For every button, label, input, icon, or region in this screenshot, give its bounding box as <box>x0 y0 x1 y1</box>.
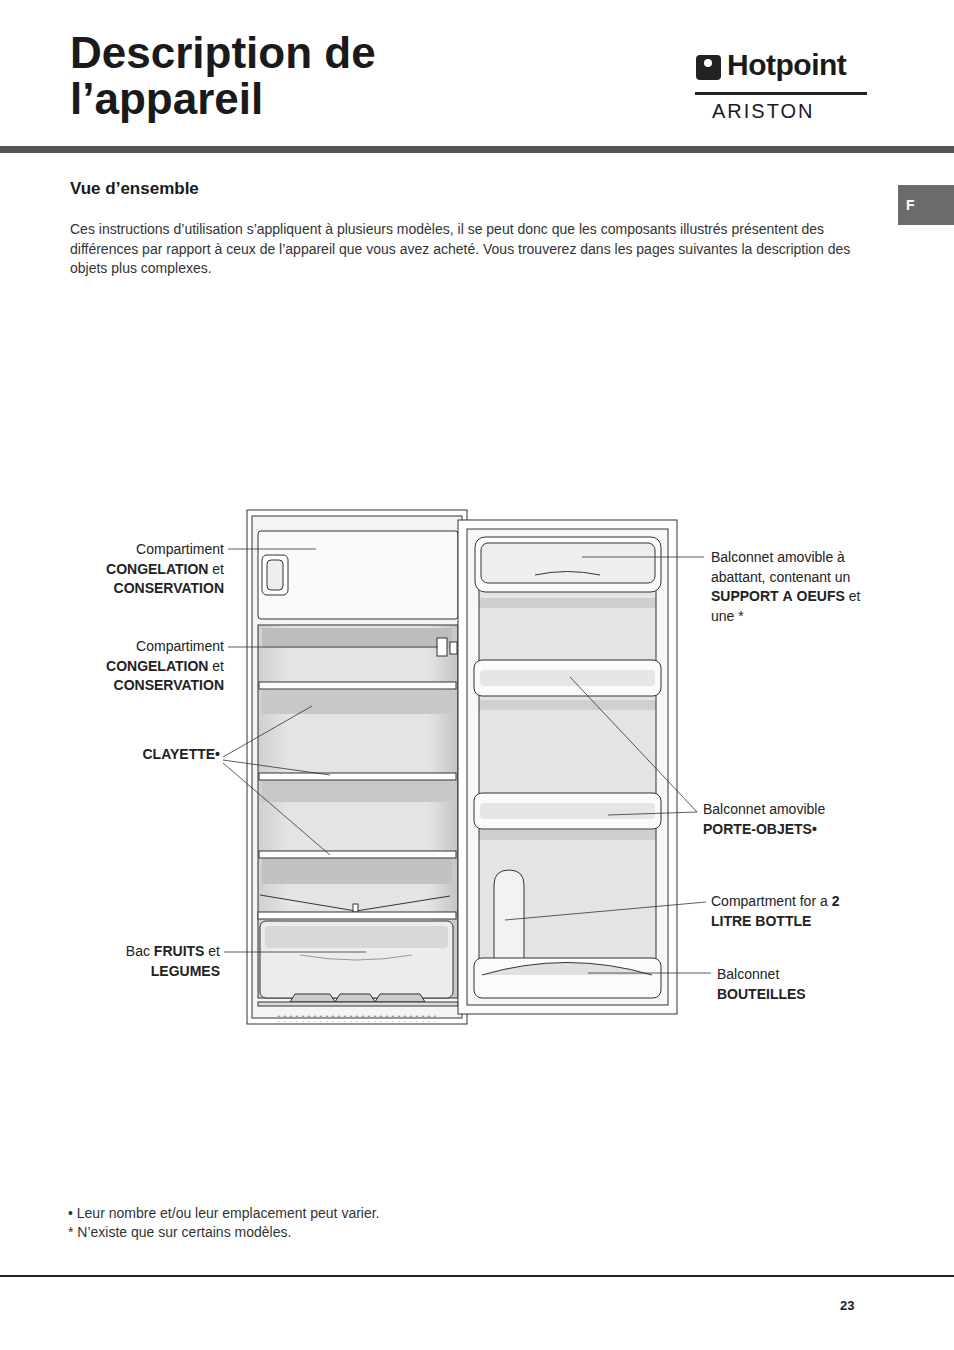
callout-label: Compartment for a 2 LITRE BOTTLE <box>711 892 871 931</box>
footnote: * N’existe que sur certains modèles. <box>68 1224 668 1240</box>
callout-label: Compartiment CONGELATION et CONSERVATION <box>64 637 224 696</box>
logo-subbrand: ARISTON <box>712 100 862 123</box>
tab-letter: F <box>906 197 915 213</box>
logo-icon <box>696 55 721 80</box>
callout-label: Balconnet BOUTEILLES <box>717 965 867 1004</box>
section-heading: Vue d’ensemble <box>70 179 470 199</box>
callout-label: Balconnet amovible à abattant, contenant… <box>711 548 883 626</box>
fridge-door <box>458 520 677 1014</box>
language-tab: F <box>898 185 954 225</box>
logo-rule <box>695 92 867 95</box>
callout-label: Balconnet amovible PORTE-OBJETS• <box>703 800 863 839</box>
logo-wordmark: Hotpoint <box>727 48 877 82</box>
logo-icon-dot <box>704 59 712 67</box>
leader-lines <box>223 549 711 973</box>
callout-label: Bac FRUITS et LEGUMES <box>64 942 220 981</box>
fridge-body <box>247 510 467 1024</box>
callout-label: Compartiment CONGELATION et CONSERVATION <box>64 540 224 599</box>
footer-rule <box>0 1275 954 1277</box>
page-number: 23 <box>840 1298 870 1313</box>
intro-paragraph: Ces instructions d’utilisation s’appliqu… <box>70 220 870 279</box>
footnote: • Leur nombre et/ou leur emplacement peu… <box>68 1205 668 1221</box>
page-title: Description de l’appareil <box>70 30 450 122</box>
header-bar <box>0 146 954 153</box>
callout-label: CLAYETTE• <box>64 745 220 765</box>
